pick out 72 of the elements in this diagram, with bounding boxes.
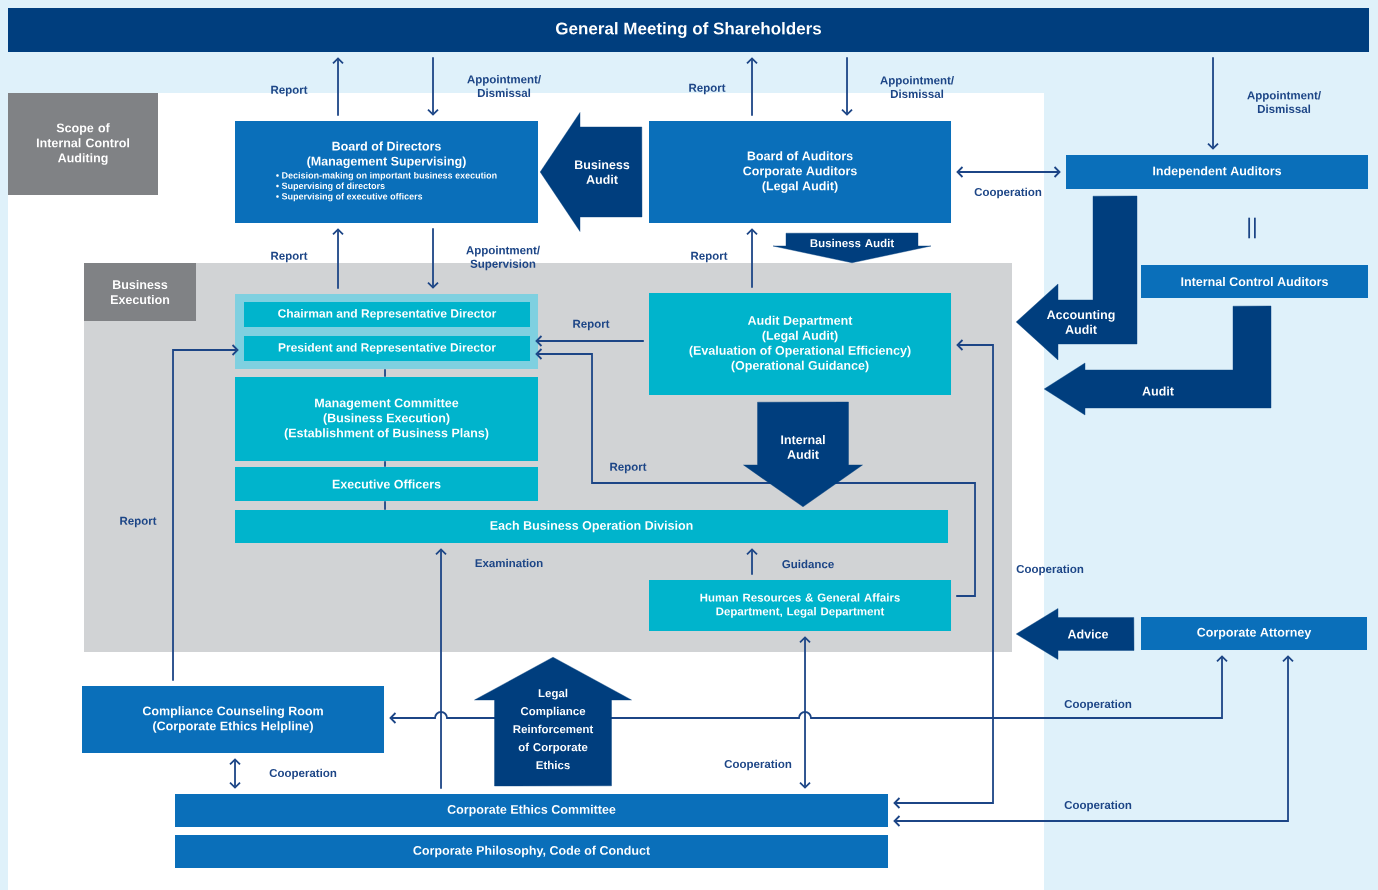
unit-box: Each Business Operation Division: [235, 510, 948, 543]
unit-box: President and Representative Director: [244, 336, 530, 361]
edge-label: Cooperation: [269, 768, 337, 780]
block-arrow: [1044, 305, 1272, 416]
edge-label: Report: [689, 83, 726, 95]
arrow: [535, 348, 976, 597]
section-label: Scope of Internal Control Auditing: [8, 93, 158, 195]
edge-label: Examination: [475, 558, 543, 568]
unit-box: Board of Directors (Management Supervising) • Decision-making on important business execution • Supervising of directors • Supervising of executive officers: [235, 121, 538, 223]
edge-label: Report: [271, 251, 308, 263]
edge-label: Report: [573, 319, 610, 331]
edge-label: Advice: [1067, 629, 1109, 639]
unit-box: Executive Officers: [235, 467, 538, 501]
unit-box: Independent Auditors: [1066, 155, 1368, 189]
unit-box: Board of Auditors Corporate Auditors (Legal Audit): [649, 121, 951, 223]
unit-box: Corporate Philosophy, Code of Conduct: [175, 835, 888, 868]
unit-box: Human Resources & General Affairs Department, Legal Department: [649, 580, 951, 631]
unit-box: Management Committee (Business Execution) (Establishment of Business Plans): [235, 377, 538, 461]
edge-label: Report: [271, 85, 308, 97]
arrow: [893, 339, 994, 809]
block-arrow: [1016, 195, 1138, 361]
arrow: [746, 228, 758, 289]
edge-label: Accounting Audit: [1046, 310, 1115, 334]
edge-label: Report: [610, 462, 647, 474]
edge-label: Audit: [1142, 386, 1174, 396]
arrow: [427, 56, 439, 116]
edge-label: Legal Compliance Reinforcement of Corporate Ethics: [513, 688, 594, 770]
arrow: [427, 227, 439, 289]
unit-box: Internal Control Auditors: [1141, 265, 1368, 298]
header-bar: General Meeting of Shareholders: [8, 8, 1369, 52]
block-arrow: [540, 112, 643, 232]
connector-line: [384, 368, 386, 378]
unit-box: Chairman and Representative Director: [244, 302, 530, 327]
block-arrow: [474, 657, 632, 787]
edge-label: Report: [120, 516, 157, 528]
edge-label: Appointment/ Supervision: [466, 245, 540, 271]
edge-label: Appointment/ Dismissal: [1247, 91, 1321, 113]
edge-label: Cooperation: [974, 187, 1042, 199]
connector-line: [384, 500, 386, 511]
edge-label: Cooperation: [1016, 564, 1084, 576]
arrow: [172, 344, 239, 682]
block-arrow: [743, 401, 863, 507]
unit-box: Corporate Attorney: [1141, 617, 1367, 650]
unit-box: Audit Department (Legal Audit) (Evaluation of Operational Efficiency) (Operational Guidance): [649, 293, 951, 395]
arrow: [332, 57, 344, 117]
edge-label: Cooperation: [1064, 699, 1132, 711]
edge-label: Business Audit: [810, 238, 895, 248]
unit-box: Compliance Counseling Room (Corporate Ethics Helpline): [82, 686, 384, 753]
symbol-label: ||: [1248, 217, 1256, 239]
edge-label: Guidance: [782, 559, 834, 569]
arrow: [893, 655, 1294, 827]
block-arrow: [1016, 608, 1135, 660]
edge-label: Appointment/ Dismissal: [880, 76, 954, 98]
connector-line: [384, 460, 386, 468]
arrow: [841, 56, 853, 116]
edge-label: Appointment/ Dismissal: [467, 75, 541, 97]
arrow: [1207, 56, 1219, 150]
arrow: [535, 335, 645, 347]
arrow: [435, 548, 447, 790]
arrow: [332, 228, 344, 290]
arrow: [799, 636, 811, 789]
unit-box: Corporate Ethics Committee: [175, 794, 888, 827]
arrow: [956, 166, 1061, 178]
arrow: [229, 758, 241, 789]
edge-label: Report: [691, 251, 728, 263]
arrow: [746, 548, 758, 576]
edge-label: Cooperation: [724, 759, 792, 771]
edge-label: Business Audit: [575, 160, 630, 184]
arrow: [746, 57, 758, 117]
edge-label: Internal Audit: [781, 435, 825, 459]
edge-label: Cooperation: [1064, 800, 1132, 812]
section-label: Business Execution: [84, 263, 196, 321]
